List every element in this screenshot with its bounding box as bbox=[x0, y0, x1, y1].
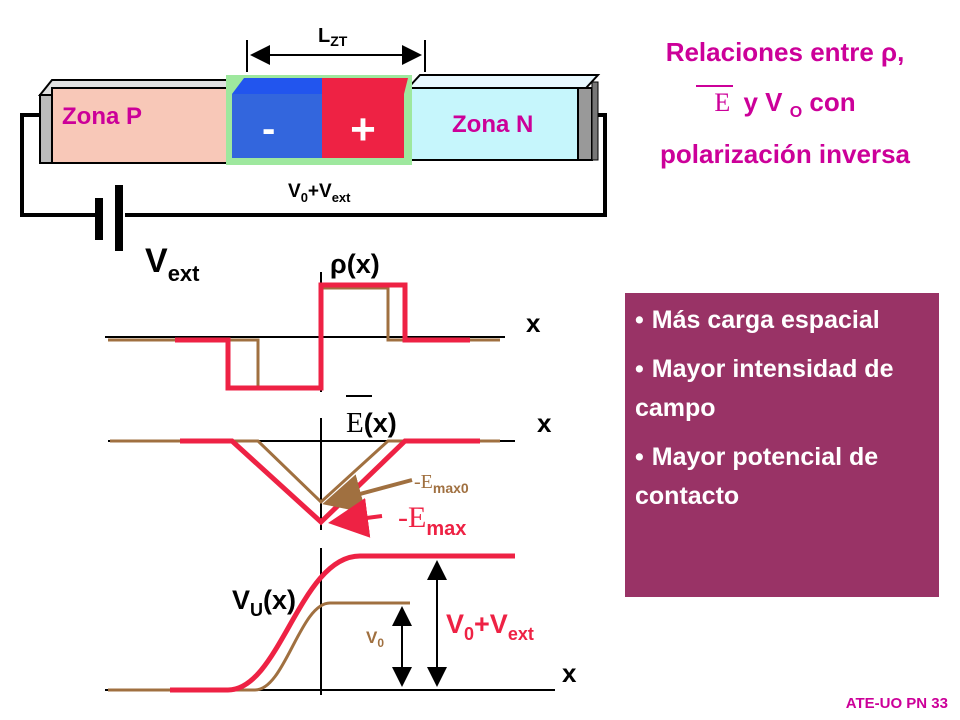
summary-item: Mayor potencial de contacto bbox=[635, 438, 929, 516]
v0-label: V0 bbox=[366, 628, 384, 650]
n-zone-block bbox=[405, 74, 601, 161]
vext-battery-label: Vext bbox=[145, 242, 200, 286]
battery-symbol bbox=[95, 185, 123, 251]
zona-n-label: Zona N bbox=[452, 111, 533, 138]
field-label: E(x) bbox=[346, 407, 397, 439]
title-line1: Relaciones entre ρ, bbox=[666, 37, 905, 67]
emax-label: -Emax bbox=[398, 501, 466, 540]
emax0-label: -Emax0 bbox=[414, 471, 469, 496]
potential-curve-reverse-bias bbox=[170, 553, 515, 693]
title-line3: polarización inversa bbox=[660, 139, 911, 169]
plus-sign: + bbox=[350, 105, 376, 154]
zona-p-label: Zona P bbox=[62, 103, 142, 130]
rho-label: ρ(x) bbox=[330, 249, 380, 279]
p-zone-block bbox=[37, 79, 253, 164]
potential-x-label: x bbox=[562, 658, 577, 688]
lzt-dimension bbox=[246, 40, 426, 72]
summary-list: Más carga espacial Mayor intensidad de c… bbox=[635, 301, 929, 516]
field-x-label: x bbox=[537, 408, 552, 438]
summary-item: Mayor intensidad de campo bbox=[635, 350, 929, 428]
summary-panel: Más carga espacial Mayor intensidad de c… bbox=[625, 293, 939, 597]
summary-item: Más carga espacial bbox=[635, 301, 929, 340]
minus-sign: - bbox=[262, 107, 275, 151]
lzt-label: LZT bbox=[318, 25, 348, 49]
field-curve-reverse-bias bbox=[180, 438, 480, 526]
v0-vext-label: V0+Vext bbox=[446, 609, 534, 644]
potential-curve-zero-bias bbox=[108, 601, 410, 692]
potential-label: VU(x) bbox=[232, 585, 296, 620]
rho-curve-reverse-bias bbox=[175, 282, 470, 391]
v0-vext-bar-label: V0+Vext bbox=[288, 181, 351, 205]
emax-pointer-arrow bbox=[328, 498, 383, 538]
depletion-region bbox=[226, 75, 412, 165]
title-line2: E y V O con bbox=[714, 87, 855, 123]
rho-x-label: x bbox=[526, 308, 541, 338]
rho-axes bbox=[105, 272, 505, 392]
slide-footer: ATE-UO PN 33 bbox=[845, 695, 948, 712]
